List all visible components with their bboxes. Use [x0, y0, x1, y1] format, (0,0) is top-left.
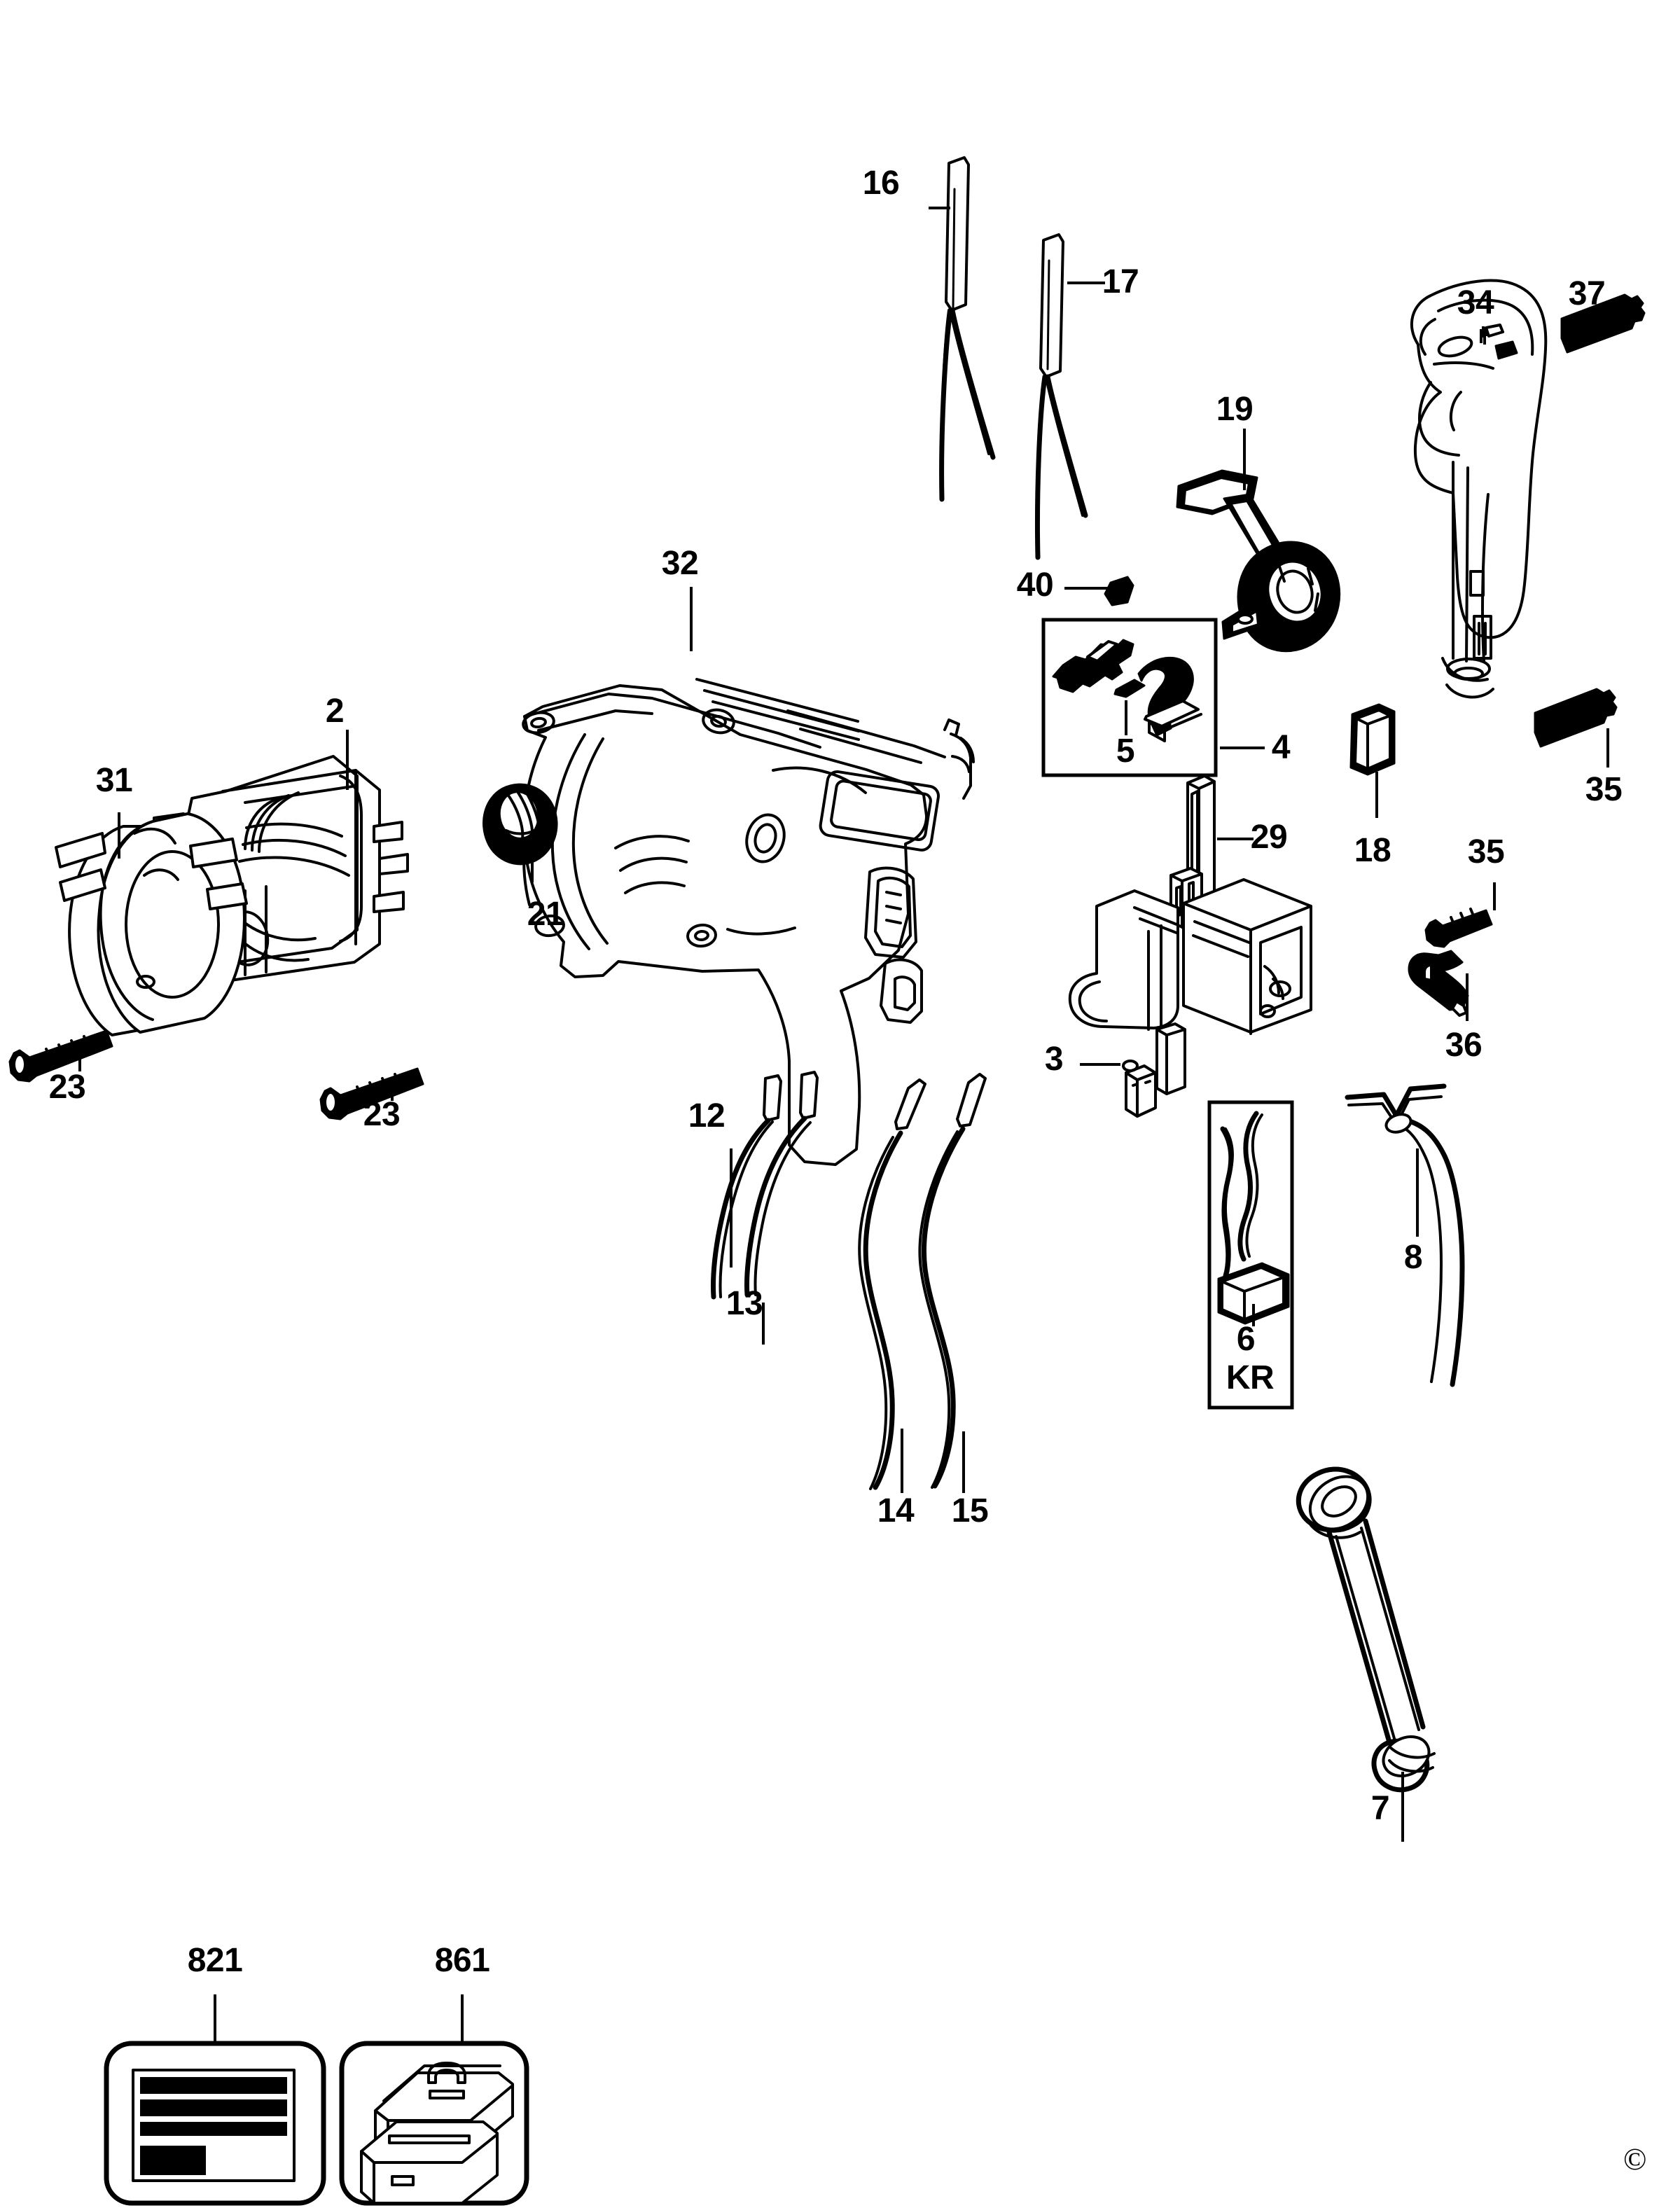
- callout-861: 861: [434, 1942, 490, 1979]
- callout-14: 14: [877, 1492, 915, 1529]
- part-34-handle-housing: [1410, 279, 1548, 699]
- callout-23-left: 23: [48, 1069, 86, 1106]
- part-32-motor-housing: [522, 587, 975, 1166]
- part-3-trigger-switch: [1068, 878, 1312, 1118]
- group-4-boxed-assembly: [1041, 618, 1265, 777]
- part-36-cord-clamp: [1408, 950, 1469, 1018]
- callout-40: 40: [1016, 567, 1054, 604]
- part-861-carrying-case: [339, 1994, 529, 2206]
- callout-7: 7: [1370, 1790, 1390, 1827]
- part-15-wire: [918, 1073, 987, 1493]
- callout-21: 21: [527, 896, 564, 933]
- callout-18: 18: [1354, 832, 1391, 869]
- part-12-wire: [711, 1074, 782, 1300]
- part-21-bearing: [483, 783, 558, 882]
- part-40-clip: [1064, 576, 1134, 606]
- callout-12: 12: [688, 1097, 726, 1134]
- callout-37: 37: [1568, 275, 1606, 312]
- callout-31: 31: [95, 762, 133, 799]
- group-kr-carbon-brush: [1207, 1100, 1294, 1410]
- callout-5: 5: [1116, 732, 1135, 770]
- callout-29: 29: [1250, 819, 1288, 856]
- part-19-brush-holder-bracket: [1176, 429, 1341, 653]
- callout-36: 36: [1445, 1027, 1483, 1064]
- part-7-side-handle: [1296, 1466, 1436, 1842]
- part-18-rubber-block: [1349, 703, 1396, 818]
- callout-16: 16: [862, 165, 900, 202]
- callout-2: 2: [325, 693, 345, 730]
- callout-8: 8: [1403, 1239, 1423, 1276]
- part-16-lead-wire: [929, 156, 996, 502]
- callout-4: 4: [1271, 729, 1291, 766]
- callout-35-lower: 35: [1467, 833, 1505, 870]
- callout-34: 34: [1457, 284, 1494, 321]
- part-35-screw-upper: [1534, 688, 1618, 768]
- callout-13: 13: [726, 1285, 763, 1322]
- callout-35-upper: 35: [1585, 771, 1623, 808]
- copyright-icon: ©: [1623, 2142, 1647, 2176]
- callout-19: 19: [1216, 391, 1254, 428]
- part-35-screw-lower: [1424, 882, 1496, 948]
- part-14-wire: [858, 1078, 926, 1493]
- callout-6: 6: [1236, 1321, 1256, 1358]
- part-8-power-cord: [1345, 1083, 1465, 1387]
- callout-23-right: 23: [363, 1096, 401, 1133]
- part-31-field-cover: [55, 812, 248, 1036]
- part-23-screw-right: [319, 1067, 424, 1120]
- callout-821: 821: [187, 1942, 243, 1979]
- callout-15: 15: [951, 1492, 989, 1529]
- part-13-wire: [744, 1071, 819, 1345]
- callout-kr-code: KR: [1226, 1359, 1275, 1396]
- part-821-nameplate: [104, 1994, 326, 2206]
- part-23-screw-left: [8, 1029, 113, 1083]
- callout-3: 3: [1044, 1041, 1064, 1078]
- part-17-lead-wire: [1034, 233, 1105, 560]
- callout-32: 32: [661, 545, 699, 582]
- callout-17: 17: [1102, 263, 1139, 300]
